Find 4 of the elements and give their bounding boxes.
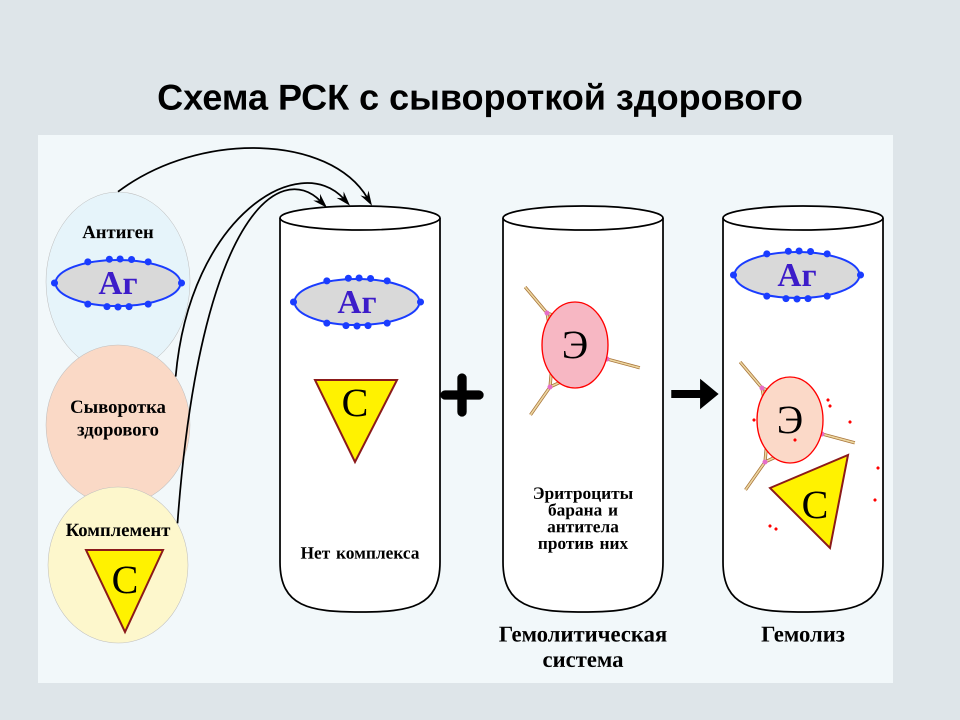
- tube-caption: Гемолиз: [762, 626, 844, 642]
- erythrocyte: Э: [541, 301, 609, 389]
- tube-caption: Гемолитическая система: [499, 626, 667, 668]
- title: Схема РСК с сывороткой здорового: [158, 82, 802, 118]
